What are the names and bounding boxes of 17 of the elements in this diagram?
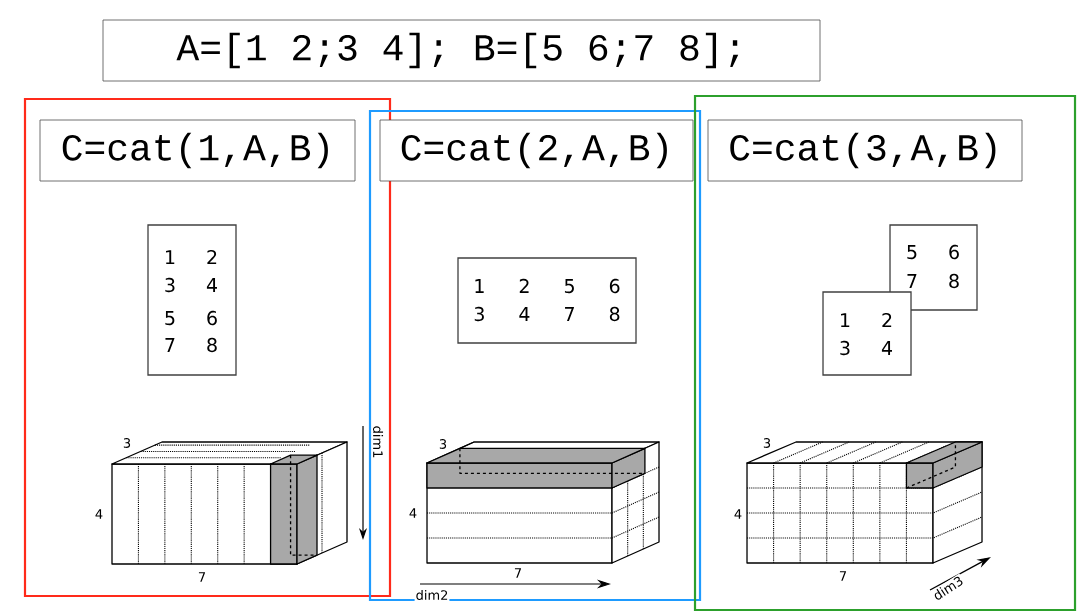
axis-label: 4 (93, 508, 105, 520)
axis-label: 3 (761, 437, 773, 449)
matrix-box: 5 6 7 8 (889, 224, 978, 311)
code-box: C=cat(2,A,B) (379, 119, 694, 182)
axis-label: 7 (512, 567, 524, 579)
axis-label: 3 (121, 437, 133, 449)
axis-label: 7 (196, 571, 208, 583)
code-box: C=cat(3,A,B) (707, 119, 1023, 182)
matrix-box: 1 2 5 6 3 4 7 8 (457, 257, 637, 344)
code-box: C=cat(1,A,B) (39, 119, 356, 182)
axis-label: 4 (407, 507, 419, 519)
axis-label: 4 (732, 508, 744, 520)
code-box: A=[1 2;3 4]; B=[5 6;7 8]; (102, 19, 821, 82)
matrix-box: 1 2 3 4 5 6 7 8 (147, 224, 237, 376)
axis-label: 7 (837, 570, 849, 582)
matrix-box: 1 2 3 4 (822, 291, 912, 376)
axis-label: 3 (437, 438, 449, 450)
